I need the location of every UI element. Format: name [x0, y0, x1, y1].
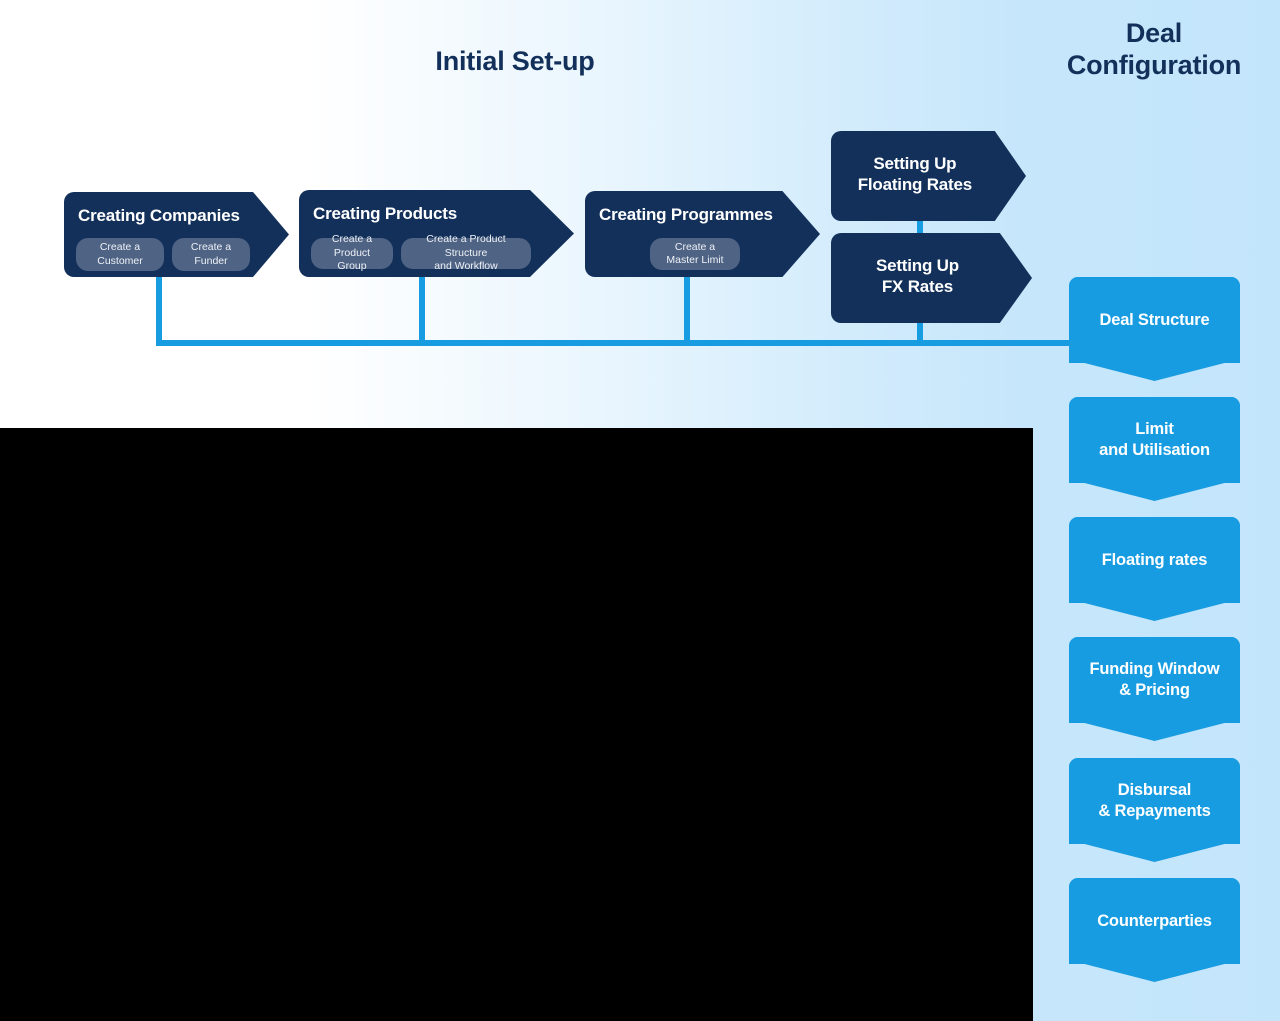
connector-floating-to-fx [917, 216, 923, 240]
deal-box-funding-window-and-pricing-tip [1069, 719, 1240, 741]
stage-creating-products-title: Creating Products [313, 204, 457, 223]
deal-box-limit-and-utilisation-label: Limit and Utilisation [1069, 397, 1240, 483]
deal-box-funding-window-and-pricing-label: Funding Window & Pricing [1069, 637, 1240, 723]
deal-box-disbursal-and-repayments-tip [1069, 840, 1240, 862]
connector-drop-fx-rates [917, 318, 923, 344]
deal-box-disbursal-and-repayments[interactable]: Disbursal & Repayments [1069, 758, 1240, 862]
step-create-a-customer[interactable]: Create a Customer [76, 238, 164, 271]
page-title-initial-setup: Initial Set-up [435, 46, 595, 76]
stage-creating-programmes-steps: Create a Master Limit [650, 238, 740, 270]
step-create-a-master-limit[interactable]: Create a Master Limit [650, 238, 740, 270]
step-create-a-product-structure-and-workflow[interactable]: Create a Product Structure and Workflow [401, 233, 531, 272]
deal-box-floating-rates-tip [1069, 599, 1240, 621]
deal-box-funding-window-and-pricing[interactable]: Funding Window & Pricing [1069, 637, 1240, 741]
page-title-deal-configuration: Deal Configuration [1066, 18, 1242, 80]
stage-creating-companies[interactable]: Creating Companies Create a Customer Cre… [64, 192, 289, 277]
stage-setting-up-fx-rates-title: Setting Up FX Rates [875, 256, 959, 296]
stage-setting-up-floating-rates[interactable]: Setting Up Floating Rates [831, 131, 1026, 221]
connector-drop-companies [156, 276, 162, 344]
deal-box-floating-rates[interactable]: Floating rates [1069, 517, 1240, 621]
step-create-a-product-group[interactable]: Create a Product Group [311, 233, 393, 272]
stage-creating-programmes[interactable]: Creating Programmes Create a Master Limi… [585, 191, 820, 277]
stage-setting-up-floating-rates-title: Setting Up Floating Rates [857, 154, 973, 194]
deal-box-limit-and-utilisation-tip [1069, 479, 1240, 501]
deal-box-disbursal-and-repayments-label: Disbursal & Repayments [1069, 758, 1240, 844]
stage-setting-up-fx-rates[interactable]: Setting Up FX Rates [831, 233, 1032, 323]
connector-drop-programmes [684, 276, 690, 344]
stage-creating-products-steps: Create a Product Group Create a Product … [311, 233, 531, 272]
deal-box-counterparties-tip [1069, 960, 1240, 982]
connector-main-horizontal [156, 340, 1086, 346]
stage-creating-products[interactable]: Creating Products Create a Product Group… [299, 190, 574, 277]
stage-creating-companies-title: Creating Companies [78, 206, 240, 225]
deal-box-limit-and-utilisation[interactable]: Limit and Utilisation [1069, 397, 1240, 501]
deal-box-floating-rates-label: Floating rates [1069, 517, 1240, 603]
blank-content-panel [0, 428, 1033, 1021]
deal-box-deal-structure-label: Deal Structure [1069, 277, 1240, 363]
deal-box-deal-structure-tip [1069, 359, 1240, 381]
deal-box-deal-structure[interactable]: Deal Structure [1069, 277, 1240, 381]
stage-creating-companies-steps: Create a Customer Create a Funder [76, 238, 250, 271]
connector-drop-products [419, 276, 425, 344]
deal-box-counterparties[interactable]: Counterparties [1069, 878, 1240, 982]
step-create-a-funder[interactable]: Create a Funder [172, 238, 250, 271]
stage-creating-programmes-title: Creating Programmes [599, 205, 773, 224]
deal-box-counterparties-label: Counterparties [1069, 878, 1240, 964]
